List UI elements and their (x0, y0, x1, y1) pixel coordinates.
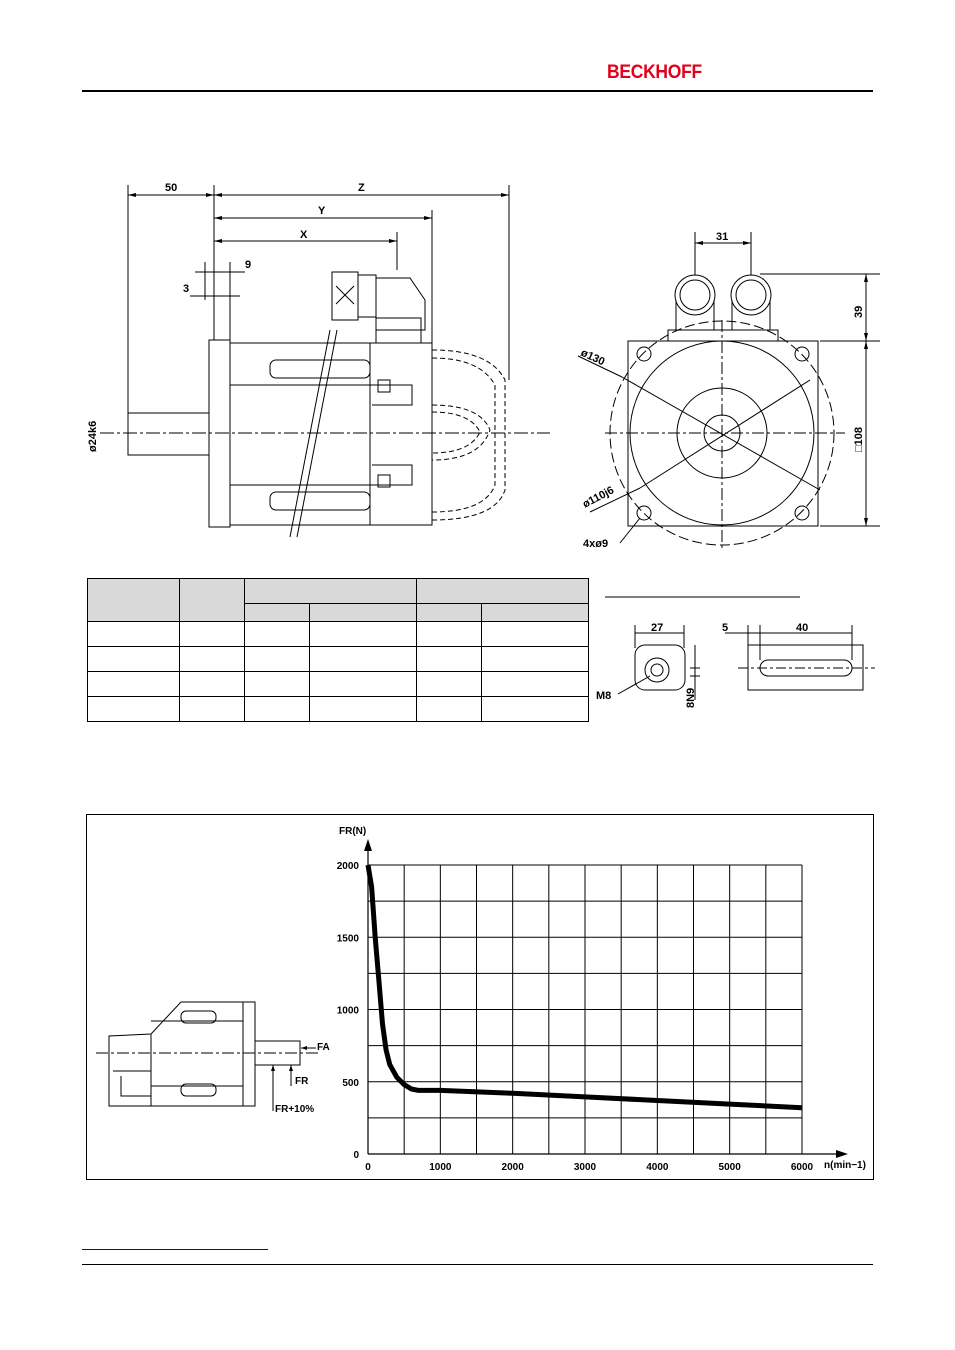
inset-label-fr: FR (295, 1076, 309, 1087)
dim-3: 3 (183, 283, 189, 295)
x-tick-label: 0 (365, 1162, 371, 1173)
footer-link[interactable] (82, 1249, 268, 1250)
x-axis-label: n(min−1) (824, 1160, 866, 1171)
header-rule (82, 90, 873, 92)
table-header-cell (309, 603, 417, 622)
table-header-cell (244, 578, 417, 604)
y-tick-label: 0 (353, 1150, 359, 1161)
load-curve (365, 864, 803, 1111)
x-tick-label: 3000 (574, 1162, 597, 1173)
load-inset-drawing (96, 1001, 321, 1111)
table-header-cell (481, 603, 589, 622)
table-row (87, 621, 589, 647)
dim-50: 50 (165, 182, 177, 194)
radial-load-chart-box: FA FR FR+10% 0 1000 2000 3000 4000 5000 6000 0 5… (86, 814, 874, 1180)
x-axis-arrow (836, 1150, 848, 1158)
inset-label-fr-plus-10: FR+10% (275, 1104, 314, 1115)
y-axis-label: FR(N) (339, 826, 366, 837)
table-header-cell (87, 578, 180, 622)
dim-z: Z (358, 182, 365, 194)
y-tick-label: 2000 (337, 861, 360, 872)
dimension-table (87, 578, 589, 722)
table-row (87, 671, 589, 697)
dim-mounting-holes: 4xø9 (583, 538, 608, 550)
table-header-cell (244, 603, 310, 622)
table-row (87, 696, 589, 722)
x-tick-label: 5000 (719, 1162, 742, 1173)
dim-39: 39 (853, 306, 865, 318)
brand-logo: BECKHOFF (607, 62, 702, 83)
x-tick-label: 4000 (646, 1162, 669, 1173)
footer-rule (82, 1264, 873, 1265)
dim-y: Y (318, 205, 326, 217)
dim-9: 9 (245, 259, 251, 271)
table-header-cell (416, 603, 482, 622)
dim-27: 27 (651, 622, 663, 634)
dim-pilot-110: ø110j6 (581, 484, 616, 510)
table-header-cell (416, 578, 589, 604)
radial-load-chart: FA FR FR+10% 0 1000 2000 3000 4000 5000 6000 0 5… (96, 826, 866, 1173)
dim-40: 40 (796, 622, 808, 634)
dim-31: 31 (716, 231, 728, 243)
y-axis-arrow (364, 839, 372, 851)
table-header-cell (179, 578, 245, 622)
table-row (87, 646, 589, 672)
x-tick-label: 2000 (502, 1162, 525, 1173)
y-tick-label: 500 (342, 1078, 359, 1089)
dim-pcd-130: ø130 (579, 347, 607, 368)
shaft-detail-drawing: 27 5 40 M8 8N9 (596, 596, 875, 708)
side-view-drawing: 50 Z Y X 9 3 ø24k6 (87, 182, 550, 538)
x-tick-label: 1000 (429, 1162, 452, 1173)
dim-shaft-diameter: ø24k6 (87, 421, 99, 452)
y-tick-label: 1500 (337, 933, 360, 944)
dim-5: 5 (722, 622, 728, 634)
inset-label-fa: FA (317, 1042, 330, 1053)
y-tick-label: 1000 (337, 1006, 360, 1017)
dim-x: X (300, 229, 308, 241)
dim-108: □108 (853, 427, 865, 452)
front-view-drawing: 31 39 □108 ø130 ø110j6 4xø9 (577, 231, 880, 550)
thread-m8: M8 (596, 690, 611, 702)
key-8n9: 8N9 (685, 688, 697, 708)
x-tick-label: 6000 (791, 1162, 814, 1173)
